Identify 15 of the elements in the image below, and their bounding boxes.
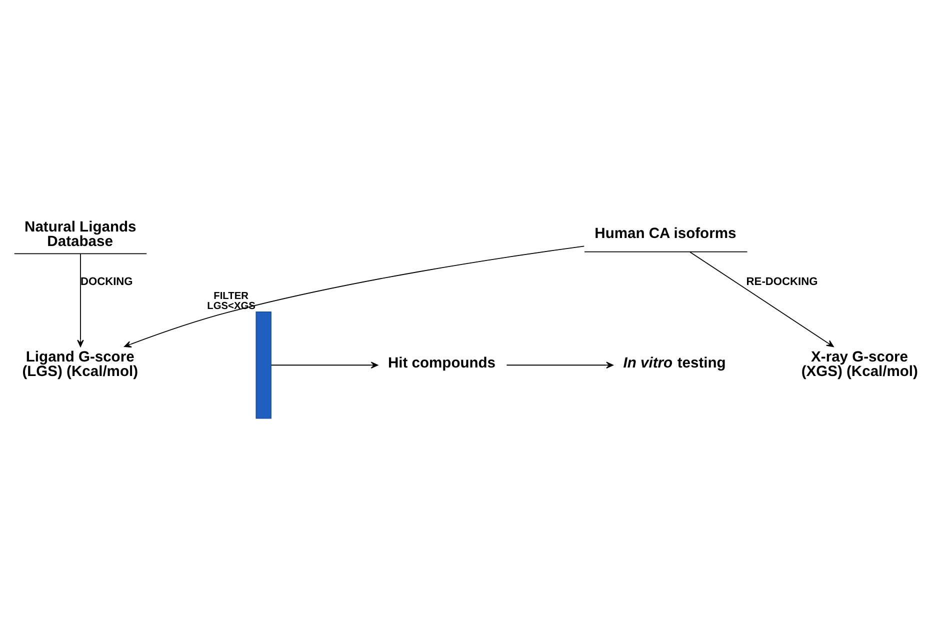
arrow <box>270 362 378 368</box>
node-bar <box>256 311 272 419</box>
node-label: FILTER LGS<XGS <box>207 290 256 312</box>
node-text: Human CA isoforms <box>594 226 736 242</box>
node-text: Ligand G-score (LGS) (Kcal/mol) <box>22 349 138 380</box>
arrow <box>77 253 84 347</box>
arrow <box>124 246 585 348</box>
node-text: Natural Ligands Database <box>24 219 136 250</box>
arrow <box>690 252 834 348</box>
arrow <box>506 362 614 368</box>
node-text: In vitro testing <box>623 356 726 372</box>
node-text: X-ray G-score (XGS) (Kcal/mol) <box>801 349 918 380</box>
node-text: Hit compounds <box>388 356 496 372</box>
edge-label: RE-DOCKING <box>746 276 818 288</box>
edge-label: DOCKING <box>80 276 133 288</box>
